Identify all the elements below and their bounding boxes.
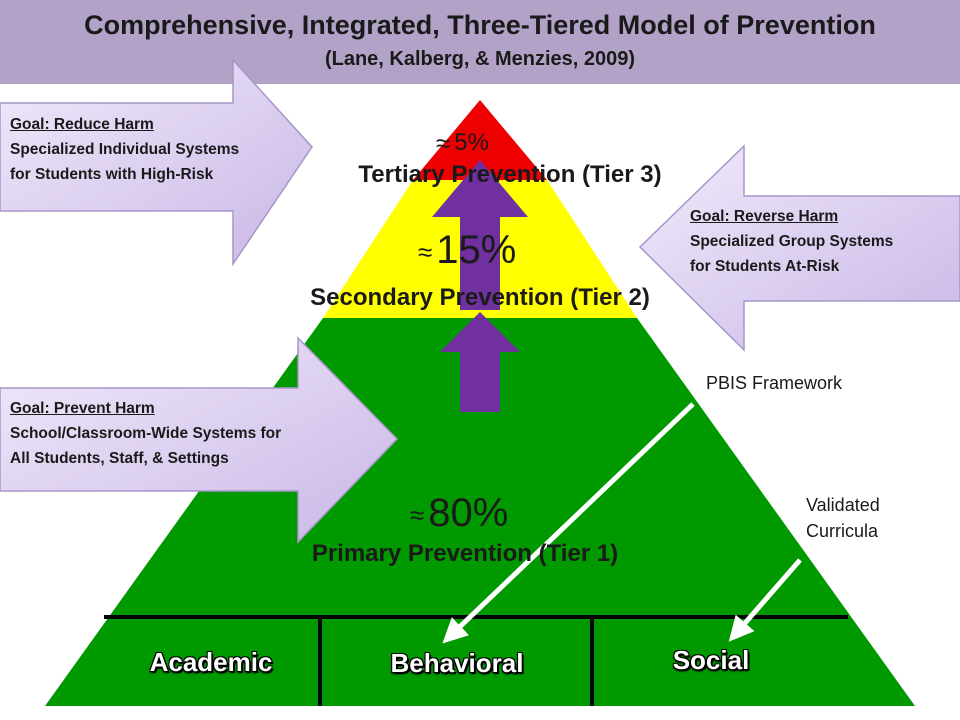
tier2-percent-value: 15% (436, 228, 517, 272)
goal-prevent-harm-title: Goal: Prevent Harm (10, 400, 155, 417)
domain-social: Social (672, 645, 750, 675)
tier-up-arrow-upper (432, 160, 528, 310)
tier2-percent: ≈15% (418, 228, 516, 273)
tier3-band (413, 100, 547, 180)
goal-callout-prevent-harm (0, 336, 399, 544)
goal-reverse-harm-title: Goal: Reverse Harm (690, 208, 839, 225)
validated-curricula-label: Validated Curricula (806, 492, 880, 544)
goal-reduce-harm-text: Goal: Reduce Harm Specialized Individual… (10, 112, 310, 187)
tier3-label: Tertiary Prevention (Tier 3) (358, 161, 662, 188)
tier3-percent: ≈5% (436, 128, 489, 159)
pbis-pointer-arrow (442, 402, 695, 644)
tier1-label: Primary Prevention (Tier 1) (311, 540, 619, 567)
goal-reverse-harm-line1: Specialized Group Systems (690, 233, 894, 250)
approx-icon: ≈ (436, 128, 451, 158)
goal-reduce-harm-line2: for Students with High-Risk (10, 166, 214, 183)
title-banner (0, 0, 960, 84)
goal-prevent-harm-line1: School/Classroom-Wide Systems for (10, 425, 282, 442)
approx-icon: ≈ (410, 499, 425, 530)
citation-subtitle: (Lane, Kalberg, & Menzies, 2009) (324, 48, 636, 70)
goal-callout-reverse-harm (638, 144, 960, 352)
goal-reverse-harm-line2: for Students At-Risk (690, 258, 840, 275)
goal-prevent-harm-line2: All Students, Staff, & Settings (10, 450, 229, 467)
tier-up-arrow-lower (440, 312, 520, 412)
tier1-percent-value: 80% (428, 491, 509, 535)
tier2-label: Secondary Prevention (Tier 2) (310, 284, 650, 311)
goal-reverse-harm-text: Goal: Reverse Harm Specialized Group Sys… (690, 204, 960, 279)
pbis-framework-label: PBIS Framework (706, 373, 843, 393)
validated-curricula-line1: Validated (806, 495, 880, 515)
approx-icon: ≈ (418, 236, 433, 267)
goal-reduce-harm-line1: Specialized Individual Systems (10, 141, 240, 158)
page-title: Comprehensive, Integrated, Three-Tiered … (84, 10, 876, 40)
goal-callout-reduce-harm (0, 58, 313, 267)
goal-prevent-harm-text: Goal: Prevent Harm School/Classroom-Wide… (10, 396, 400, 471)
curricula-pointer-arrow (728, 558, 802, 642)
validated-curricula-line2: Curricula (806, 521, 879, 541)
tier3-percent-value: 5% (454, 128, 489, 156)
goal-reduce-harm-title: Goal: Reduce Harm (10, 116, 154, 133)
tier1-percent: ≈80% (410, 491, 508, 536)
domain-academic: Academic (149, 647, 273, 677)
domain-behavioral: Behavioral (390, 648, 524, 678)
